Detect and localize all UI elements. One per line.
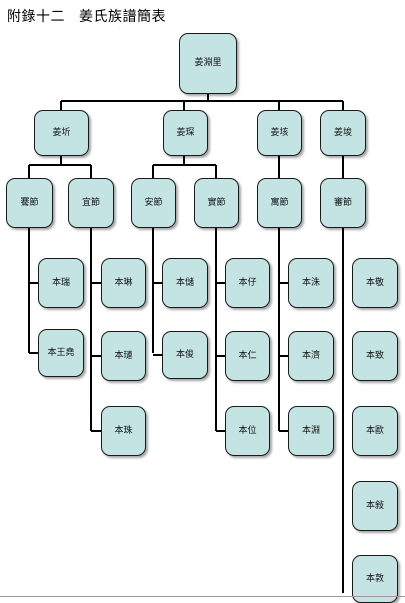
person-node-gen3: 實節 [194, 178, 239, 228]
person-node-gen4: 本淵 [288, 406, 334, 456]
person-node-gen4: 本歐 [352, 406, 398, 456]
person-node-gen4: 本俊 [162, 331, 208, 379]
person-node-gen2: 姜琛 [163, 110, 208, 156]
person-node-gen4: 本敬 [352, 258, 398, 308]
person-node-gen4: 本瑞 [38, 258, 84, 308]
person-node-gen4: 本仁 [225, 331, 270, 381]
appendix-label: 附錄十二 [7, 9, 65, 25]
person-node-gen3: 騫節 [6, 178, 53, 228]
person-node-gen4: 本洙 [288, 258, 334, 308]
person-node-gen4: 本王堯 [38, 329, 84, 377]
person-node-gen4: 本珠 [101, 406, 146, 456]
person-node-gen3: 安節 [131, 178, 176, 228]
small-mark: · · [119, 25, 123, 30]
person-node-gen4: 本璉 [101, 331, 146, 381]
person-node-gen4: 本敦 [352, 555, 398, 603]
person-node-gen4: 本致 [352, 331, 398, 381]
person-node-gen2: 姜埈 [320, 110, 366, 156]
person-node-gen4: 本儲 [162, 258, 208, 308]
person-node-gen3: 宜節 [68, 178, 114, 228]
page-title: 附錄十二姜氏族譜簡表 [7, 6, 166, 26]
person-node-gen4: 本敍 [352, 481, 398, 531]
person-node-gen4: 本濟 [288, 331, 334, 381]
person-node-gen2: 姜垓 [257, 110, 302, 156]
person-node-gen2: 姜圻 [34, 110, 89, 156]
person-node-gen4: 本琳 [101, 258, 146, 308]
person-node-gen3: 審節 [320, 178, 366, 228]
person-node-root: 姜淵里 [179, 33, 237, 94]
person-node-gen3: 寓節 [257, 178, 302, 228]
genealogy-title: 姜氏族譜簡表 [79, 9, 166, 25]
bottom-divider [0, 596, 405, 597]
person-node-gen4: 本位 [225, 406, 270, 456]
person-node-gen4: 本仔 [225, 258, 270, 308]
